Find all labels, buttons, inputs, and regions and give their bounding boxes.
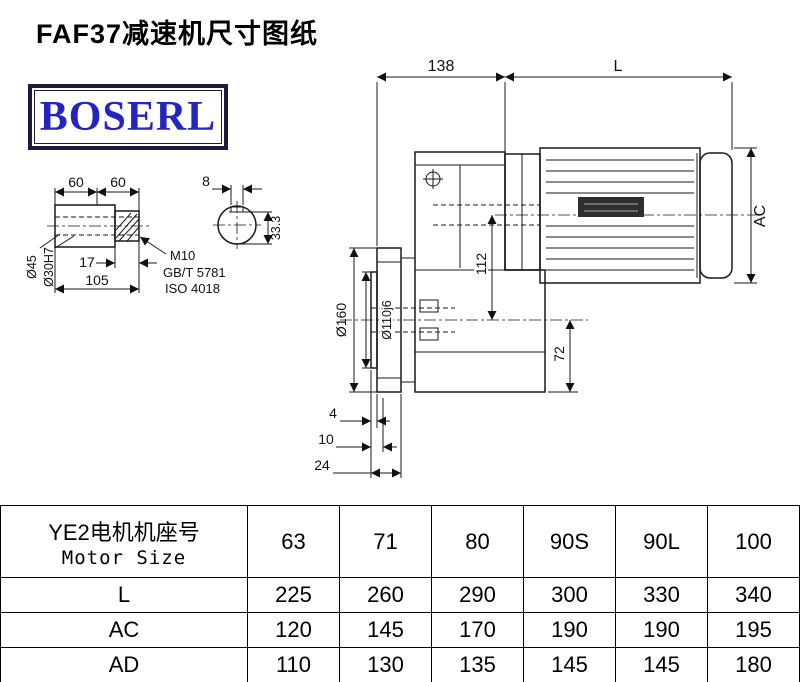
motor-fins [546,159,694,271]
thread-callout: M10 GB/T 5781 ISO 4018 [139,236,226,296]
gearbox [401,151,546,393]
cell-AD-63: 110 [247,647,340,682]
table-header-cn: YE2电机机座号 [48,519,200,545]
table-header-cell: YE2电机机座号 Motor Size [0,505,248,578]
row-label-AD: AD [0,647,248,682]
gearbox-housing [414,151,546,393]
dim-L: L [505,58,733,150]
dim-d160: Ø160 [333,247,377,393]
dim-60-60: 60 60 [54,174,140,211]
cell-AC-80: 170 [431,612,524,648]
cell-AC-100: 195 [707,612,800,648]
output-flange [370,247,455,393]
cell-AC-90S: 190 [523,612,616,648]
motor-size-80: 80 [431,505,524,578]
note-iso-4018: ISO 4018 [165,281,220,296]
dim-72: 72 [548,320,578,393]
dim-4: 4 [329,405,390,426]
motor [504,147,733,284]
logo-text: BOSERL [39,94,217,140]
table-header-en: Motor Size [61,546,187,569]
leader-d30 [54,235,75,249]
keyway-detail: 8 33.3 [202,173,283,249]
cell-L-71: 260 [339,577,432,613]
motor-size-63: 63 [247,505,340,578]
shaft-detail: 60 60 Ø45 Ø30H7 17 [25,174,226,296]
dim-label-60-right: 60 [110,174,126,190]
motor-nameplate [578,197,644,217]
motor-size-71: 71 [339,505,432,578]
dim-label-10: 10 [318,431,334,447]
cell-L-80: 290 [431,577,524,613]
bolt-hole-symbol [423,169,443,189]
dim-8: 8 [202,173,262,205]
cell-L-63: 225 [247,577,340,613]
cell-L-90S: 300 [523,577,616,613]
dim-label-d110j6: Ø110j6 [380,300,394,339]
fan-cover [699,152,733,279]
dim-label-4: 4 [329,405,337,421]
dim-label-112: 112 [473,253,489,276]
bearing-upper [419,299,439,313]
note-gbt-5781: GB/T 5781 [163,265,226,280]
dim-label-60-left: 60 [68,174,84,190]
dim-label-24: 24 [314,457,330,473]
dim-AC: AC [734,147,769,284]
dim-24: 24 [314,457,401,478]
dimension-table: YE2电机机座号 Motor Size 63 71 80 90S 90L 100… [0,505,800,682]
cell-AD-90S: 145 [523,647,616,682]
dim-label-105: 105 [85,272,109,288]
dim-33-3: 33.3 [237,211,283,245]
dim-label-d30: Ø30H7 [42,247,56,287]
table-row-AD: AD 110 130 135 145 145 180 [0,647,800,682]
dim-112: 112 [471,215,497,320]
dim-label-d45: Ø45 [25,255,39,279]
dim-label-33-3: 33.3 [269,216,283,240]
main-view: 138 L [314,58,769,478]
dim-138: 138 [376,58,506,246]
dim-label-AC: AC [752,205,769,227]
cell-AD-71: 130 [339,647,432,682]
dim-4-10-24-extensions [370,370,402,478]
bearing-lower [419,327,439,341]
table-header-row: YE2电机机座号 Motor Size 63 71 80 90S 90L 100 [0,505,800,578]
motor-size-100: 100 [707,505,800,578]
motor-size-90L: 90L [615,505,708,578]
cell-AC-63: 120 [247,612,340,648]
dim-label-138: 138 [428,58,455,75]
dim-105: 105 [54,247,140,294]
dim-label-72: 72 [551,346,567,362]
dim-label-L: L [614,58,623,75]
technical-drawing: 60 60 Ø45 Ø30H7 17 [25,58,769,478]
cell-AD-90L: 145 [615,647,708,682]
cell-AD-80: 135 [431,647,524,682]
motor-size-90S: 90S [523,505,616,578]
dim-label-d160: Ø160 [333,303,349,337]
cell-AC-90L: 190 [615,612,708,648]
flange-pilot [370,271,378,369]
note-m10: M10 [170,248,195,263]
leader-d45 [39,233,61,249]
row-label-AC: AC [0,612,248,648]
dim-d110: Ø110j6 [361,271,396,369]
row-label-L: L [0,577,248,613]
dim-label-17: 17 [79,254,95,270]
dim-17: 17 [79,241,157,270]
dim-10: 10 [318,431,397,452]
cell-L-100: 340 [707,577,800,613]
table-row-L: L 225 260 290 300 330 340 [0,577,800,613]
boserl-logo: BOSERL [28,84,228,150]
page-title: FAF37减速机尺寸图纸 [36,19,319,49]
cell-AD-100: 180 [707,647,800,682]
cell-L-90L: 330 [615,577,708,613]
cell-AC-71: 145 [339,612,432,648]
dim-label-8: 8 [202,173,210,189]
table-row-AC: AC 120 145 170 190 190 195 [0,612,800,648]
